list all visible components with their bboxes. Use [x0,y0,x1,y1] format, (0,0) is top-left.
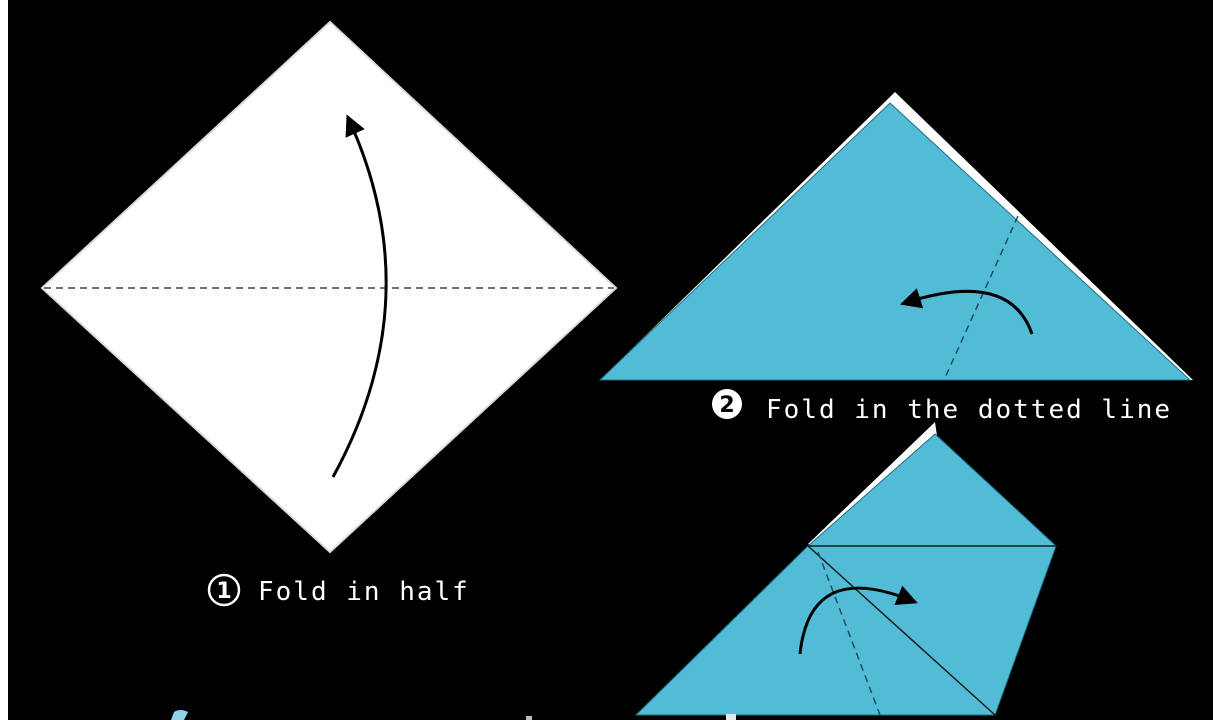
dotted-fold-line [817,551,881,716]
step-1-number-badge [207,573,241,607]
fold-arrow [331,114,388,478]
white-paper-square [40,20,618,554]
white-edge-layer [808,422,937,548]
fold-crease-diagonal [807,545,996,716]
step-1-caption: 1 Fold in half [207,573,470,607]
step-2-number: 2 [719,393,734,418]
bottom-fragment-mark [726,714,736,720]
step-1-caption-text: Fold in half [258,577,470,607]
step-1-figure [40,20,618,554]
step-2-caption: 2 Fold in the dotted line [712,389,1172,425]
blue-folded-paper [634,433,1057,716]
left-edge-border [0,0,8,720]
step-2-figure [598,92,1193,381]
step-2-caption-text: Fold in the dotted line [766,395,1172,425]
bottom-fragment-mark [526,716,532,720]
step-2-number-badge [712,389,742,419]
dotted-fold-line [943,215,1019,381]
step-3-figure [634,422,1057,716]
blue-paper-triangle [598,102,1192,381]
fold-arrow [798,585,918,655]
next-step-badge-fragment [171,710,188,720]
fold-arrow [899,288,1034,335]
step-1-number: 1 [216,579,231,604]
